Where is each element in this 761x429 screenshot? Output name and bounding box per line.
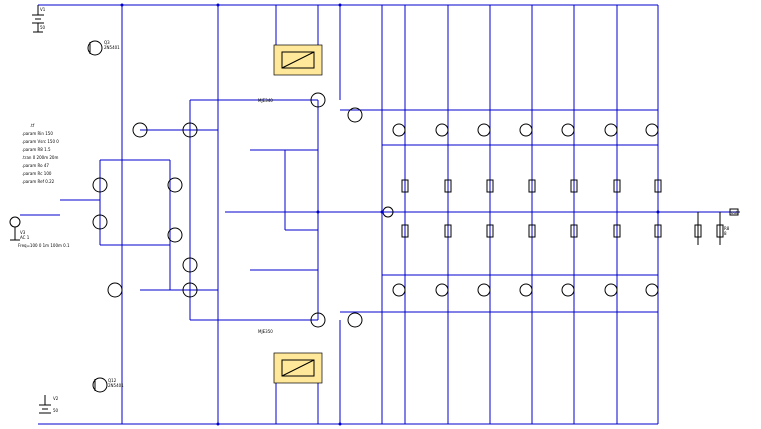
- note-1: .param Rin 150: [22, 131, 53, 136]
- output-transistor-bottom-2: [435, 283, 449, 297]
- note-0: .tf: [30, 123, 35, 128]
- driver-bottom-model: MJE350: [258, 329, 273, 334]
- emitter-resistor-bottom-3: [486, 224, 494, 238]
- supply-v2-label: V2: [53, 396, 59, 401]
- supply-v2-value: 50: [53, 408, 59, 413]
- driver-top: MJE340: [258, 92, 363, 123]
- supply-v1: V1 50: [32, 5, 46, 33]
- output-transistor-bottom-6: [604, 283, 618, 297]
- emitter-resistor-top-6: [613, 179, 621, 193]
- emitter-resistor-top-4: [528, 179, 536, 193]
- q-bot-a-model: 2N5401: [108, 383, 124, 388]
- output-transistor-top-1: [392, 123, 406, 137]
- signal-source: V3 AC 1: [9, 216, 30, 241]
- emitter-resistor-bottom-1: [401, 224, 409, 238]
- transistor-q-top-a: Q3 2N5401: [87, 40, 120, 56]
- simulation-notes: .tf .param Rin 150 .param Vsrc 150 0 .pa…: [18, 123, 70, 248]
- emitter-resistor-top-2: [444, 179, 452, 193]
- output-stage-branches: [121, 5, 618, 424]
- emitter-resistor-top-7: [654, 179, 662, 193]
- note-4: .tran 0 200m 20m: [22, 155, 58, 160]
- load-value: 8: [724, 231, 727, 236]
- junction-dots: [120, 3, 660, 426]
- supply-v1-label: V1: [40, 7, 46, 12]
- output-transistor-top-6: [604, 123, 618, 137]
- signal-source-label: V3: [20, 230, 26, 235]
- output-transistor-bottom-5: [561, 283, 575, 297]
- note-6: .param Rc 100: [22, 171, 52, 176]
- output-transistor-top-7: [645, 123, 659, 137]
- emitter-resistor-bottom-4: [528, 224, 536, 238]
- output-terminal: out R8 8: [382, 206, 739, 245]
- output-devices: [392, 123, 662, 297]
- note-2: .param Vsrc 150 0: [22, 139, 59, 144]
- note-5: .param Ro 47: [22, 163, 49, 168]
- emitter-resistor-bottom-6: [613, 224, 621, 238]
- driver-bottom: MJE350: [258, 312, 363, 334]
- emitter-resistor-bottom-5: [570, 224, 578, 238]
- transistor-q-bot-a: Q12 2N5401: [92, 377, 124, 393]
- q-top-a-model: 2N5401: [104, 45, 120, 50]
- diff-pair: [92, 122, 198, 298]
- q-bot-a-label: Q12: [108, 378, 117, 383]
- emitter-resistor-bottom-7: [654, 224, 662, 238]
- note-3: .param R8 1.5: [22, 147, 51, 152]
- emitter-resistor-top-5: [570, 179, 578, 193]
- supply-v1-value: 50: [40, 25, 46, 30]
- output-transistor-top-4: [519, 123, 533, 137]
- output-transistor-top-3: [477, 123, 491, 137]
- output-transistor-top-5: [561, 123, 575, 137]
- output-transistor-bottom-7: [645, 283, 659, 297]
- driver-top-model: MJE340: [258, 98, 273, 103]
- output-transistor-top-2: [435, 123, 449, 137]
- driver-wiring: [20, 99, 740, 321]
- note-7: .param Ref 0.22: [22, 179, 55, 184]
- load-label: R8: [724, 226, 730, 231]
- output-transistor-bottom-3: [477, 283, 491, 297]
- supply-v2: V2 50: [39, 395, 59, 414]
- emitter-resistor-bottom-2: [444, 224, 452, 238]
- output-node-label: out: [731, 210, 738, 215]
- note-8: Freq=100 0 1m 100m 0.1: [18, 243, 70, 248]
- output-transistor-bottom-4: [519, 283, 533, 297]
- emitter-resistor-top-3: [486, 179, 494, 193]
- output-transistor-bottom-1: [392, 283, 406, 297]
- signal-source-value: AC 1: [20, 235, 30, 240]
- emitter-resistor-top-1: [401, 179, 409, 193]
- q-top-a-label: Q3: [104, 40, 110, 45]
